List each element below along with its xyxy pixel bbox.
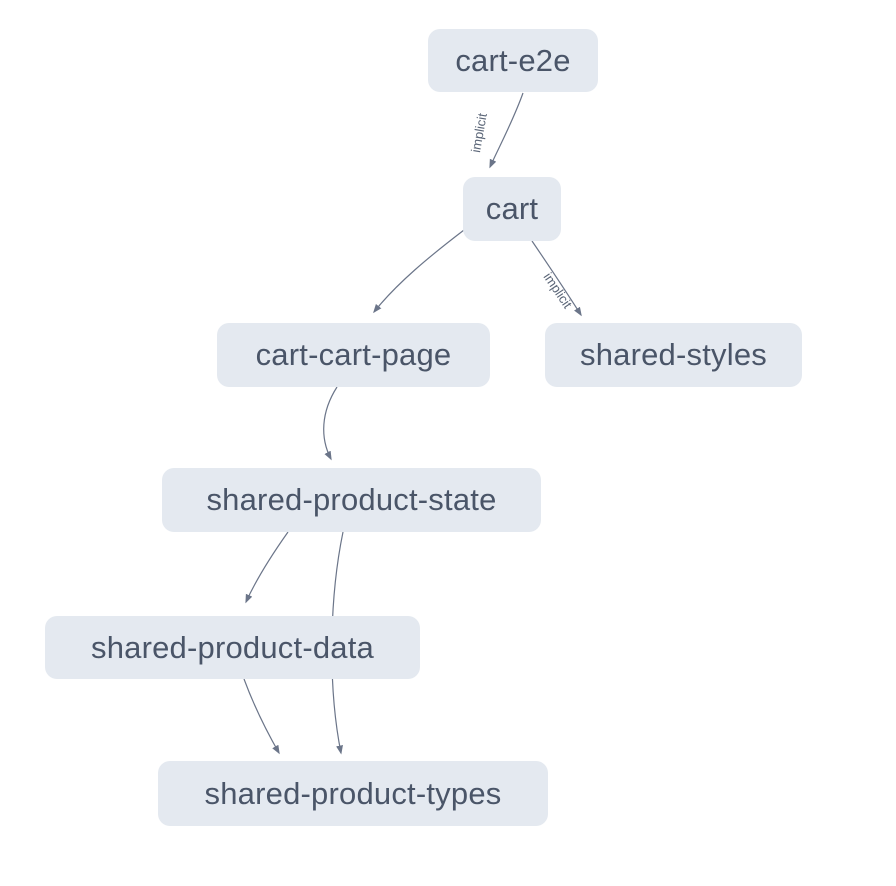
edge-cart-to-cart-cart-page xyxy=(373,229,465,314)
node-label: cart-cart-page xyxy=(255,337,452,372)
node-label: cart xyxy=(485,191,539,226)
graph-node-cart[interactable]: cart xyxy=(463,177,561,241)
node-label: shared-styles xyxy=(580,337,767,372)
graph-node-shared-product-data[interactable]: shared-product-data xyxy=(45,616,420,679)
node-label: shared-product-data xyxy=(91,629,374,665)
edge-cart-e2e-to-cart xyxy=(489,92,524,169)
graph-node-shared-styles[interactable]: shared-styles xyxy=(545,323,802,387)
edge-cart-cart-page-to-shared-product-state xyxy=(323,386,338,461)
edge-shared-product-state-to-shared-product-data xyxy=(245,531,289,604)
edge-label-cart-to-shared-styles: implicit xyxy=(541,270,576,312)
edge-label-cart-e2e-to-cart: implicit xyxy=(468,112,490,154)
node-label: shared-product-types xyxy=(204,775,502,811)
node-label: cart-e2e xyxy=(455,42,571,78)
edge-shared-product-data-to-shared-product-types xyxy=(243,678,280,755)
graph-node-cart-cart-page[interactable]: cart-cart-page xyxy=(217,323,490,387)
graph-node-cart-e2e[interactable]: cart-e2e xyxy=(428,29,598,92)
edge-cart-to-shared-styles xyxy=(531,240,582,317)
graph-node-shared-product-types[interactable]: shared-product-types xyxy=(158,761,548,826)
graph-node-shared-product-state[interactable]: shared-product-state xyxy=(162,468,541,532)
node-label: shared-product-state xyxy=(206,482,497,517)
